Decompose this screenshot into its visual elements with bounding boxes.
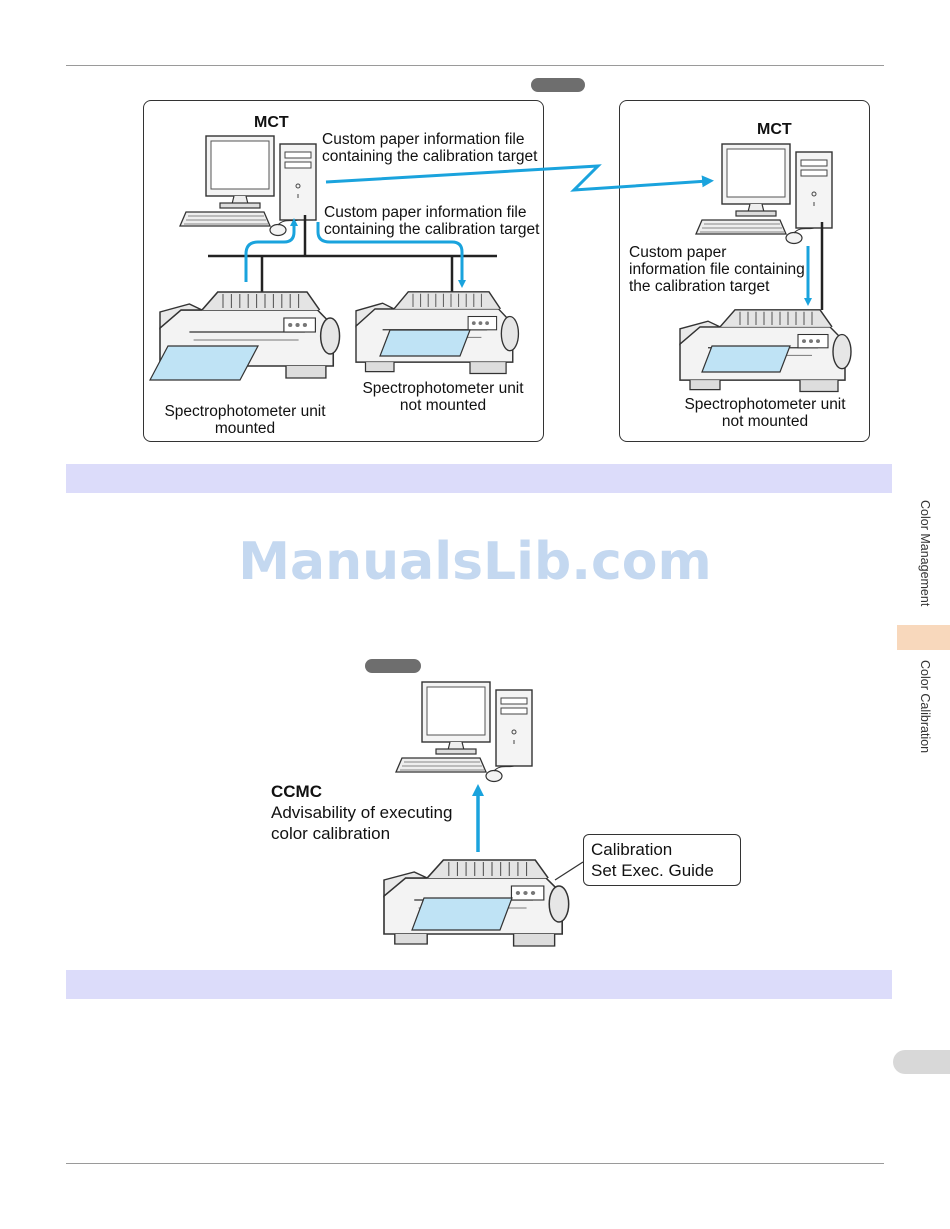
page-number-tab[interactable] <box>893 1050 950 1074</box>
computer-icon <box>695 143 833 245</box>
calibration-callout <box>583 834 741 886</box>
upload-arrow <box>244 218 298 282</box>
paper-sheet <box>379 329 471 357</box>
printer-left-label-line2: mounted <box>214 420 276 437</box>
computer-icon <box>179 135 317 237</box>
receive-text-line2: containing the calibration target <box>324 221 540 238</box>
side-tab-color-calibration[interactable]: Color Calibration <box>918 660 932 754</box>
printer-left-label-line1: Spectrophotometer unit <box>164 403 326 420</box>
transfer-arrow <box>325 164 714 192</box>
printer-right-label-line2: not mounted <box>399 397 487 414</box>
file-text-line1: Custom paper <box>629 244 727 261</box>
paper-sheet <box>411 897 513 931</box>
computer-label: MCT <box>757 121 792 138</box>
download-arrow <box>316 222 466 288</box>
callout-pointer <box>554 861 584 881</box>
send-text-line2: containing the calibration target <box>322 148 538 165</box>
send-text-line1: Custom paper information file <box>322 131 525 148</box>
printer-right-label-line1: Spectrophotometer unit <box>362 380 524 397</box>
printer-label-line2: not mounted <box>721 413 809 430</box>
printer-label-line1: Spectrophotometer unit <box>684 396 846 413</box>
ccmc-line1: Advisability of executing <box>271 803 453 822</box>
ccmc-title: CCMC <box>271 782 322 801</box>
section-heading-bar <box>66 464 892 493</box>
ccmc-line2: color calibration <box>271 824 391 843</box>
side-tab-active-marker <box>897 625 950 650</box>
computer-icon <box>395 681 533 783</box>
badge-pill-middle <box>365 659 421 673</box>
header-rule <box>66 65 884 66</box>
callout-line1: Calibration <box>591 840 673 859</box>
side-tab-color-management[interactable]: Color Management <box>918 500 932 607</box>
watermark: ManualsLib.com <box>238 532 712 592</box>
receive-text-line1: Custom paper information file <box>324 204 527 221</box>
callout-line2: Set Exec. Guide <box>591 861 714 880</box>
file-text-line2: information file containing <box>629 261 805 278</box>
badge-pill-top <box>531 78 585 92</box>
file-text-line3: the calibration target <box>629 278 770 295</box>
paper-sheet <box>149 345 259 381</box>
paper-sheet <box>701 345 791 373</box>
section-heading-bar <box>66 970 892 999</box>
computer-label: MCT <box>254 114 289 131</box>
footer-rule <box>66 1163 884 1164</box>
